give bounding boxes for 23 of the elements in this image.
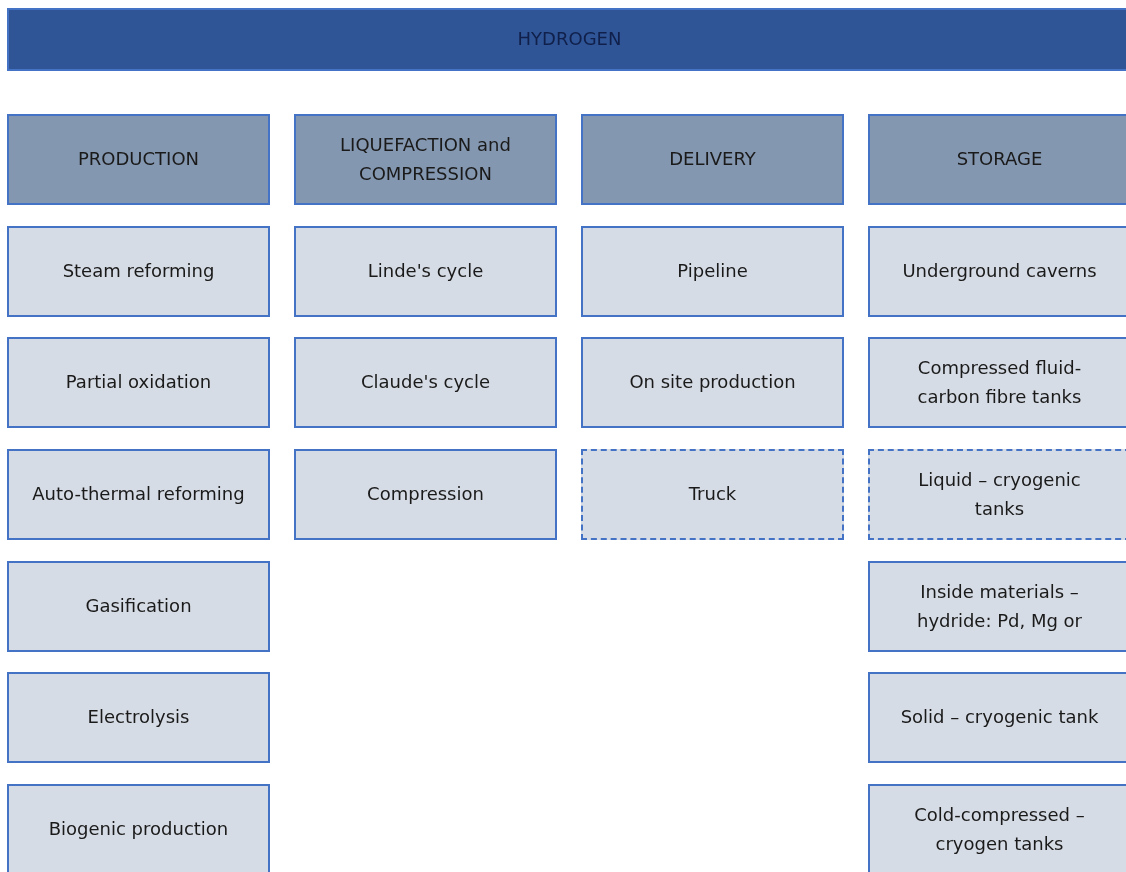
- method-box: Linde's cycle: [294, 226, 557, 317]
- method-box: Solid – cryogenic tank: [868, 672, 1126, 763]
- method-box: Compression: [294, 449, 557, 540]
- method-box: Gasification: [7, 561, 270, 652]
- method-box: Pipeline: [581, 226, 844, 317]
- method-box: Biogenic production: [7, 784, 270, 872]
- method-box: On site production: [581, 337, 844, 428]
- method-box: Claude's cycle: [294, 337, 557, 428]
- category-header: DELIVERY: [581, 114, 844, 205]
- method-box: Inside materials – hydride: Pd, Mg or: [868, 561, 1126, 652]
- method-box: Cold-compressed – cryogen tanks: [868, 784, 1126, 872]
- category-header: STORAGE: [868, 114, 1126, 205]
- title-banner: HYDROGEN: [7, 8, 1126, 71]
- category-header: LIQUEFACTION and COMPRESSION: [294, 114, 557, 205]
- method-box: Compressed fluid-carbon fibre tanks: [868, 337, 1126, 428]
- method-box: Liquid – cryogenic tanks: [868, 449, 1126, 540]
- method-box: Electrolysis: [7, 672, 270, 763]
- method-box: Partial oxidation: [7, 337, 270, 428]
- method-box: Steam reforming: [7, 226, 270, 317]
- method-box: Auto-thermal reforming: [7, 449, 270, 540]
- method-box: Underground caverns: [868, 226, 1126, 317]
- category-header: PRODUCTION: [7, 114, 270, 205]
- method-box: Truck: [581, 449, 844, 540]
